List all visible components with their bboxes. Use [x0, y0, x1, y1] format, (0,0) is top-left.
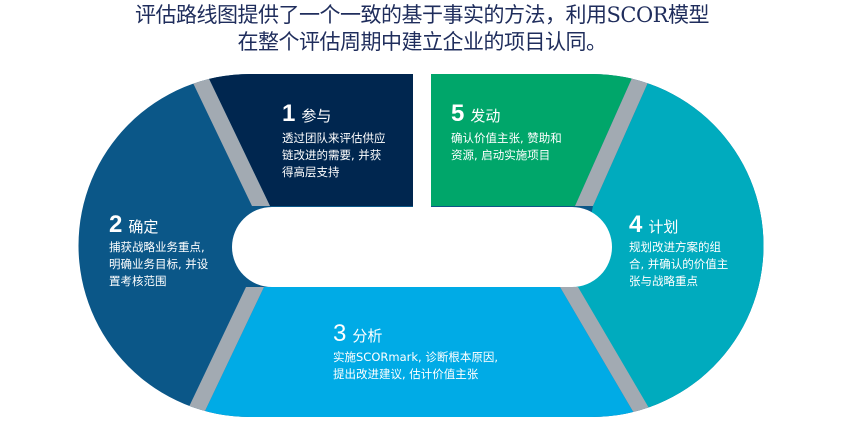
- segment-4-line-1: 规划改进方案的组: [629, 240, 721, 254]
- segment-5: 5 发动 确认价值主张, 赞助和 资源, 启动实施项目: [451, 102, 562, 164]
- title-line-1: 评估路线图提供了一个一致的基于事实的方法，利用SCOR模型: [135, 3, 709, 27]
- segment-5-line-1: 确认价值主张, 赞助和: [451, 131, 562, 145]
- segment-4-line-2: 合, 并确认的价值主: [629, 257, 729, 271]
- segment-1-number: 1: [282, 100, 296, 127]
- segment-5-shape: [431, 74, 640, 206]
- gap-1-5: [413, 74, 431, 208]
- separator-1-2: [182, 74, 270, 206]
- segment-5-number: 5: [451, 100, 465, 127]
- segment-3-description: 实施SCORmark, 诊断根本原因, 提出改进建议, 估计价值主张: [333, 349, 498, 383]
- segment-1: 1 参与 透过团队来评估供应 链改进的需要, 并获 得高层支持: [282, 102, 386, 181]
- segment-1-description: 透过团队来评估供应 链改进的需要, 并获 得高层支持: [282, 130, 386, 181]
- segment-1-line-1: 透过团队来评估供应: [282, 131, 386, 145]
- segment-3-number: 3: [333, 320, 347, 347]
- title-line-2: 在整个评估周期中建立企业的项目认同。: [237, 30, 608, 54]
- segment-3: 3 分析 实施SCORmark, 诊断根本原因, 提出改进建议, 估计价值主张: [333, 322, 498, 383]
- segment-2-title: 确定: [128, 218, 159, 236]
- segment-1-title: 参与: [301, 107, 332, 125]
- segment-2-number: 2: [109, 211, 123, 238]
- segment-5-title: 发动: [470, 107, 501, 125]
- segment-1-shape: [200, 74, 420, 206]
- segment-2-description: 捕获战略业务重点, 明确业务目标, 并设 置考核范围: [109, 239, 208, 290]
- segment-2: 2 确定 捕获战略业务重点, 明确业务目标, 并设 置考核范围: [109, 213, 208, 290]
- center-pill: [232, 207, 612, 287]
- separator-5-4: [575, 74, 658, 206]
- segment-2-line-1: 捕获战略业务重点,: [109, 240, 205, 254]
- segment-4-line-3: 张与战略重点: [629, 274, 698, 288]
- diagram-title: 评估路线图提供了一个一致的基于事实的方法，利用SCOR模型 在整个评估周期中建立…: [0, 2, 844, 56]
- segment-4: 4 计划 规划改进方案的组 合, 并确认的价值主 张与战略重点: [629, 213, 728, 290]
- segment-3-line-2: 提出改进建议, 估计价值主张: [333, 367, 479, 381]
- segment-4-title: 计划: [648, 218, 679, 236]
- segment-4-number: 4: [629, 211, 643, 238]
- segment-1-line-2: 链改进的需要, 并获: [282, 148, 382, 162]
- segment-1-line-3: 得高层支持: [282, 165, 340, 179]
- segment-4-description: 规划改进方案的组 合, 并确认的价值主 张与战略重点: [629, 239, 728, 290]
- segment-5-line-2: 资源, 启动实施项目: [451, 148, 551, 162]
- segment-3-line-1: 实施SCORmark, 诊断根本原因,: [333, 350, 498, 364]
- separator-2-3: [177, 287, 264, 417]
- segment-3-shape: [195, 287, 645, 417]
- separator-3-4: [560, 287, 663, 417]
- segment-2-line-2: 明确业务目标, 并设: [109, 257, 209, 271]
- segment-4-shape: [575, 74, 764, 417]
- segment-5-description: 确认价值主张, 赞助和 资源, 启动实施项目: [451, 130, 562, 164]
- segment-2-line-3: 置考核范围: [109, 274, 167, 288]
- segment-3-title: 分析: [352, 327, 383, 345]
